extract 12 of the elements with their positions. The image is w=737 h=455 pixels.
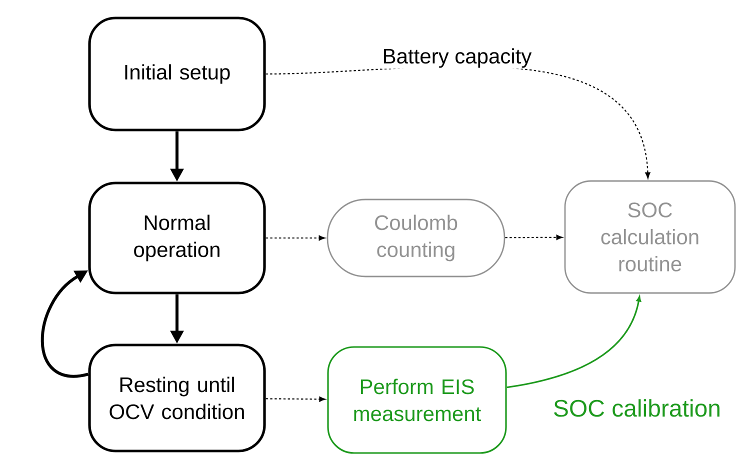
process-box: Resting until OCV condition	[88, 344, 266, 452]
process-box: Initial setup	[88, 16, 266, 132]
arrow	[506, 296, 642, 388]
arrow	[505, 234, 563, 240]
process-box: Perform EIS measurement	[327, 346, 507, 454]
process-box: SOC calculation routine	[564, 180, 736, 294]
edge-label: Battery capacity	[381, 47, 533, 69]
process-box: Normal operation	[88, 182, 266, 294]
arrow	[266, 396, 326, 402]
arrow	[266, 235, 326, 241]
edge-label: SOC calibration	[552, 398, 722, 418]
process-box: Coulomb counting	[326, 198, 506, 278]
